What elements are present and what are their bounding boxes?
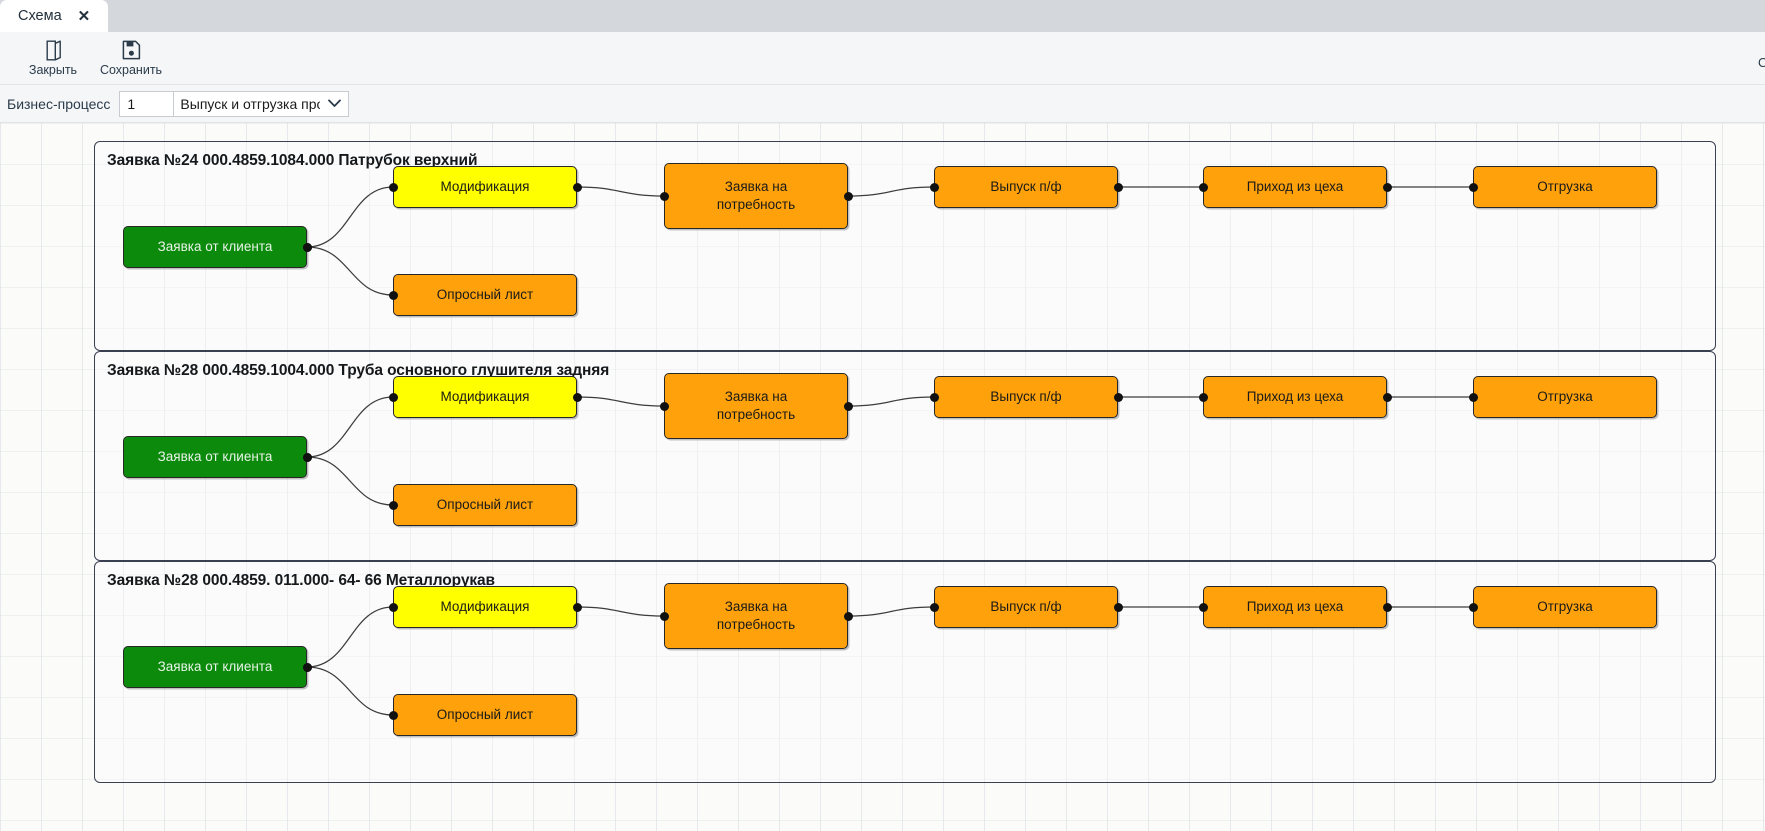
node-semi-release[interactable]: Выпуск п/ф xyxy=(934,586,1118,628)
business-process-label: Бизнес-процесс xyxy=(7,95,111,112)
save-button[interactable]: Сохранить xyxy=(92,33,170,84)
chevron-down-icon[interactable] xyxy=(320,92,348,116)
node-label: Выпуск п/ф xyxy=(990,179,1062,195)
node-label: Опросный лист xyxy=(436,707,534,723)
node-label: Модификация xyxy=(440,179,530,195)
node-label: Выпуск п/ф xyxy=(990,599,1062,615)
close-button-label: Закрыть xyxy=(28,63,78,77)
node-shipment[interactable]: Отгрузка xyxy=(1473,376,1657,418)
node-semi-release[interactable]: Выпуск п/ф xyxy=(934,166,1118,208)
close-button[interactable]: Закрыть xyxy=(14,33,92,84)
process-group-title: Заявка №24 000.4859.1084.000 Патрубок ве… xyxy=(107,152,478,169)
node-client-request[interactable]: Заявка от клиента xyxy=(123,226,307,268)
node-label: Заявка от клиента xyxy=(157,449,273,465)
node-client-request[interactable]: Заявка от клиента xyxy=(123,646,307,688)
node-questionnaire[interactable]: Опросный лист xyxy=(393,484,577,526)
node-label: Приход из цеха xyxy=(1246,179,1344,195)
tab-schema-label: Схема xyxy=(18,8,62,24)
node-modification[interactable]: Модификация xyxy=(393,166,577,208)
node-label: Модификация xyxy=(440,599,530,615)
node-shipment[interactable]: Отгрузка xyxy=(1473,586,1657,628)
business-process-combo[interactable]: 1 Выпуск и отгрузка проду xyxy=(119,90,350,117)
node-questionnaire[interactable]: Опросный лист xyxy=(393,274,577,316)
node-shipment[interactable]: Отгрузка xyxy=(1473,166,1657,208)
node-label: Приход из цеха xyxy=(1246,599,1344,615)
node-label: Опросный лист xyxy=(436,287,534,303)
toolbar: Закрыть Сохранить O xyxy=(0,32,1765,85)
business-process-number-input[interactable]: 1 xyxy=(120,91,175,116)
node-semi-release[interactable]: Выпуск п/ф xyxy=(934,376,1118,418)
node-label: Модификация xyxy=(440,389,530,405)
node-shop-receipt[interactable]: Приход из цеха xyxy=(1203,166,1387,208)
floppy-save-icon xyxy=(122,39,141,61)
filter-bar: Бизнес-процесс 1 Выпуск и отгрузка проду xyxy=(0,85,1765,123)
node-label: Выпуск п/ф xyxy=(990,389,1062,405)
process-group-title: Заявка №28 000.4859. 011.000- 64- 66 Мет… xyxy=(107,572,495,589)
node-label: Отгрузка xyxy=(1537,179,1593,195)
process-group[interactable]: Заявка №24 000.4859.1084.000 Патрубок ве… xyxy=(94,141,1716,351)
node-shop-receipt[interactable]: Приход из цеха xyxy=(1203,586,1387,628)
node-label: Заявка от клиента xyxy=(157,659,273,675)
node-shop-receipt[interactable]: Приход из цеха xyxy=(1203,376,1387,418)
node-label: Отгрузка xyxy=(1537,389,1593,405)
node-modification[interactable]: Модификация xyxy=(393,586,577,628)
tab-schema[interactable]: Схема ✕ xyxy=(0,0,108,32)
diagram-content: Заявка №24 000.4859.1084.000 Патрубок ве… xyxy=(0,123,1765,831)
diagram-canvas[interactable]: Заявка №24 000.4859.1084.000 Патрубок ве… xyxy=(0,123,1765,831)
door-exit-icon xyxy=(44,39,63,61)
save-button-label: Сохранить xyxy=(99,63,163,77)
node-label: Заявка от клиента xyxy=(157,239,273,255)
node-label: Опросный лист xyxy=(436,497,534,513)
node-label: Отгрузка xyxy=(1537,599,1593,615)
toolbar-overflow-glyph: O xyxy=(1758,55,1765,70)
node-label: Приход из цеха xyxy=(1246,389,1344,405)
process-group-title: Заявка №28 000.4859.1004.000 Труба основ… xyxy=(107,362,610,379)
node-client-request[interactable]: Заявка от клиента xyxy=(123,436,307,478)
business-process-select-value[interactable]: Выпуск и отгрузка проду xyxy=(180,95,321,112)
node-questionnaire[interactable]: Опросный лист xyxy=(393,694,577,736)
node-modification[interactable]: Модификация xyxy=(393,376,577,418)
tab-bar: Схема ✕ xyxy=(0,0,1765,32)
close-icon[interactable]: ✕ xyxy=(77,7,91,25)
